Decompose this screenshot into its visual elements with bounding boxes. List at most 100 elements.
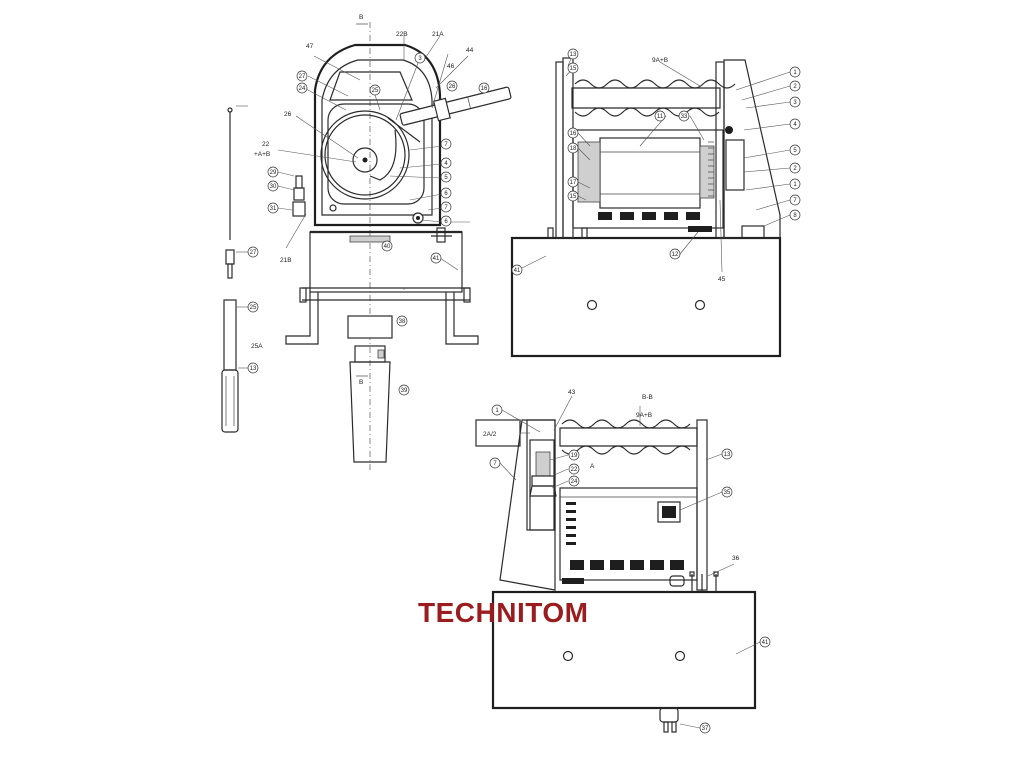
- callout-front-18: 13: [247, 362, 259, 374]
- svg-text:41: 41: [514, 268, 521, 274]
- svg-text:26: 26: [449, 84, 456, 90]
- svg-text:19: 19: [571, 453, 578, 459]
- callout-bottom-1: 1: [491, 404, 503, 416]
- callout-side-3: 1: [789, 66, 801, 78]
- label-2a-2: 2A/2: [483, 431, 497, 438]
- svg-text:8: 8: [793, 213, 797, 219]
- svg-text:4: 4: [444, 161, 448, 167]
- svg-text:31: 31: [270, 206, 277, 212]
- drawing-labels: B B 22B 21A 44 47 46 26 22 +A+B 21B 25A …: [251, 14, 740, 562]
- label-plus-a-plus-b: +A+B: [254, 151, 270, 158]
- svg-text:33: 33: [681, 114, 688, 120]
- callout-side-5: 3: [789, 96, 801, 108]
- label-section-b-b: B-B: [642, 394, 653, 401]
- label-22: 22: [262, 141, 270, 148]
- callout-front-1: 27: [296, 70, 308, 82]
- technitom-logo: TECHNITOM: [418, 597, 589, 628]
- svg-text:25: 25: [372, 88, 379, 94]
- callout-front-20: 41: [430, 252, 442, 264]
- callout-side-6: 4: [789, 118, 801, 130]
- label-21b: 21B: [280, 257, 292, 264]
- callout-front-6: 7: [440, 138, 452, 150]
- callout-front-5: 3: [414, 52, 426, 64]
- svg-text:35: 35: [724, 490, 731, 496]
- label-21a: 21A: [432, 31, 444, 38]
- callout-bottom-5: 24: [568, 475, 580, 487]
- svg-text:3: 3: [793, 100, 797, 106]
- svg-text:27: 27: [250, 250, 257, 256]
- svg-text:12: 12: [672, 252, 679, 258]
- svg-text:17: 17: [570, 180, 577, 186]
- svg-text:5: 5: [444, 175, 448, 181]
- svg-text:37: 37: [702, 726, 709, 732]
- svg-text:38: 38: [399, 319, 406, 325]
- svg-text:39: 39: [401, 388, 408, 394]
- svg-text:6: 6: [444, 191, 448, 197]
- svg-text:4: 4: [793, 122, 797, 128]
- label-9a-b-top: 9A+B: [652, 57, 668, 64]
- svg-text:41: 41: [762, 640, 769, 646]
- callout-bottom-6: 35: [721, 486, 733, 498]
- svg-text:13: 13: [250, 366, 257, 372]
- callout-side-14: 16: [567, 127, 579, 139]
- callout-front-17: 25: [247, 301, 259, 313]
- callout-front-16: 27: [247, 246, 259, 258]
- section-mark-bottom: B: [359, 379, 363, 386]
- label-46: 46: [447, 63, 455, 70]
- svg-text:5: 5: [793, 148, 797, 154]
- svg-text:22: 22: [571, 467, 578, 473]
- callout-front-8: 5: [440, 171, 452, 183]
- callout-side-10: 7: [789, 194, 801, 206]
- label-44: 44: [466, 47, 474, 54]
- svg-text:3: 3: [418, 56, 422, 62]
- label-36: 36: [732, 555, 740, 562]
- label-22b: 22B: [396, 31, 408, 38]
- callout-side-13: 33: [678, 110, 690, 122]
- svg-text:11: 11: [657, 114, 664, 120]
- svg-text:1: 1: [495, 408, 499, 414]
- callout-side-12: 11: [654, 110, 666, 122]
- exploded-parts: [221, 107, 306, 433]
- callouts-bottom: 1 19 7 22 24 35 13 41 37: [489, 404, 771, 734]
- svg-text:29: 29: [270, 170, 277, 176]
- callout-front-10: 7: [440, 201, 452, 213]
- svg-text:7: 7: [444, 205, 448, 211]
- svg-text:7: 7: [793, 198, 797, 204]
- svg-text:2: 2: [793, 166, 797, 172]
- svg-text:24: 24: [571, 479, 578, 485]
- svg-text:18: 18: [570, 146, 577, 152]
- callout-front-7: 4: [440, 157, 452, 169]
- svg-text:27: 27: [299, 74, 306, 80]
- callout-front-11: 6: [440, 215, 452, 227]
- label-43: 43: [568, 389, 576, 396]
- label-9a-b-bottom: 9A+B: [636, 412, 652, 419]
- svg-text:16: 16: [481, 86, 488, 92]
- section-mark-top: B: [359, 14, 363, 21]
- callout-side-4: 2: [789, 80, 801, 92]
- svg-text:13: 13: [724, 452, 731, 458]
- callout-side-19: 41: [511, 264, 523, 276]
- callout-front-14: 30: [267, 180, 279, 192]
- callout-side-18: 12: [669, 248, 681, 260]
- callout-bottom-9: 37: [699, 722, 711, 734]
- callout-bottom-8: 41: [759, 636, 771, 648]
- svg-text:13: 13: [570, 52, 577, 58]
- svg-text:6: 6: [444, 219, 448, 225]
- callout-bottom-7: 13: [721, 448, 733, 460]
- callouts-side: 13 15 1 2 3 4 5 2 1 7 8 11 33 16 18 17 1…: [511, 48, 801, 276]
- label-26: 26: [284, 111, 292, 118]
- label-47: 47: [306, 43, 314, 50]
- callout-side-15: 18: [567, 142, 579, 154]
- callout-side-17: 15: [567, 190, 579, 202]
- label-25a: 25A: [251, 343, 263, 350]
- callout-front-3: 25: [369, 84, 381, 96]
- svg-text:25: 25: [250, 305, 257, 311]
- svg-text:15: 15: [570, 194, 577, 200]
- svg-text:16: 16: [570, 131, 577, 137]
- front-view: [285, 22, 512, 470]
- svg-text:40: 40: [384, 244, 391, 250]
- svg-text:1: 1: [793, 182, 797, 188]
- svg-text:24: 24: [299, 86, 306, 92]
- callout-side-16: 17: [567, 176, 579, 188]
